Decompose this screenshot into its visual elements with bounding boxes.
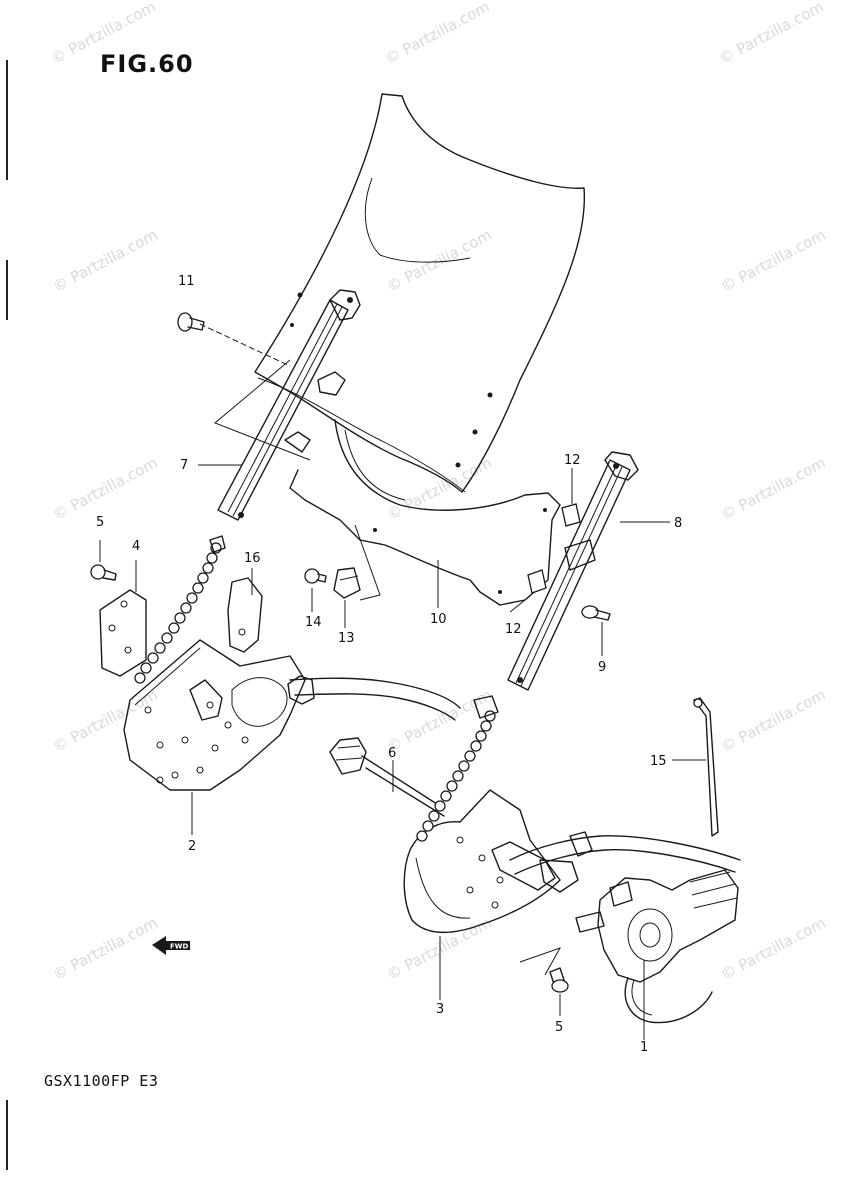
chain-right	[416, 695, 499, 842]
left-rail	[217, 289, 361, 521]
callout-12: 12	[505, 622, 522, 637]
bolt-11	[177, 312, 205, 332]
clip-12-upper	[561, 503, 581, 527]
callout-5: 5	[96, 515, 104, 530]
leader-lines	[99, 323, 706, 1040]
scan-edge-mark	[6, 260, 8, 320]
callout-1: 1	[640, 1040, 648, 1055]
windscreen	[254, 93, 586, 493]
lower-bracket	[289, 419, 561, 606]
motor-1	[575, 869, 739, 1024]
callout-9: 9	[598, 660, 606, 675]
cable-tie-15	[693, 697, 719, 837]
callout-7: 7	[180, 458, 188, 473]
bolt-5-upper	[90, 564, 117, 581]
callout-2: 2	[188, 839, 196, 854]
bracket-4	[99, 589, 147, 677]
bracket-16	[227, 577, 263, 653]
callout-14: 14	[305, 615, 322, 630]
callout-15: 15	[650, 754, 667, 769]
scan-edge-mark	[6, 60, 8, 180]
callout-4: 4	[132, 539, 140, 554]
clip-12-lower	[527, 569, 547, 594]
right-drive-assembly	[403, 789, 741, 934]
bolt-5-lower	[549, 967, 569, 993]
callout-12: 12	[564, 453, 581, 468]
fwd-arrow-icon: FWD	[152, 936, 190, 955]
callout-13: 13	[338, 631, 355, 646]
callout-10: 10	[430, 612, 447, 627]
scan-edge-mark	[6, 1100, 8, 1170]
callout-16: 16	[244, 551, 261, 566]
callout-labels: 11 7 5 4 16 14 13 10 12 8 12 9 2 6 3 15 …	[96, 274, 682, 1055]
model-code: GSX1100FP E3	[44, 1072, 159, 1090]
left-drive-assembly	[123, 639, 461, 791]
clamp-13	[333, 567, 361, 599]
chain-left	[134, 535, 226, 684]
callout-8: 8	[674, 516, 682, 531]
fwd-badge-text: FWD	[170, 943, 189, 951]
bolt-14	[304, 568, 327, 584]
center-coupler-6	[329, 737, 445, 817]
callout-11: 11	[178, 274, 195, 289]
screw-9	[581, 605, 611, 621]
callout-3: 3	[436, 1002, 444, 1017]
right-rail	[507, 451, 639, 691]
figure-title: FIG.60	[100, 50, 194, 78]
callout-5: 5	[555, 1020, 563, 1035]
callout-6: 6	[388, 746, 396, 761]
